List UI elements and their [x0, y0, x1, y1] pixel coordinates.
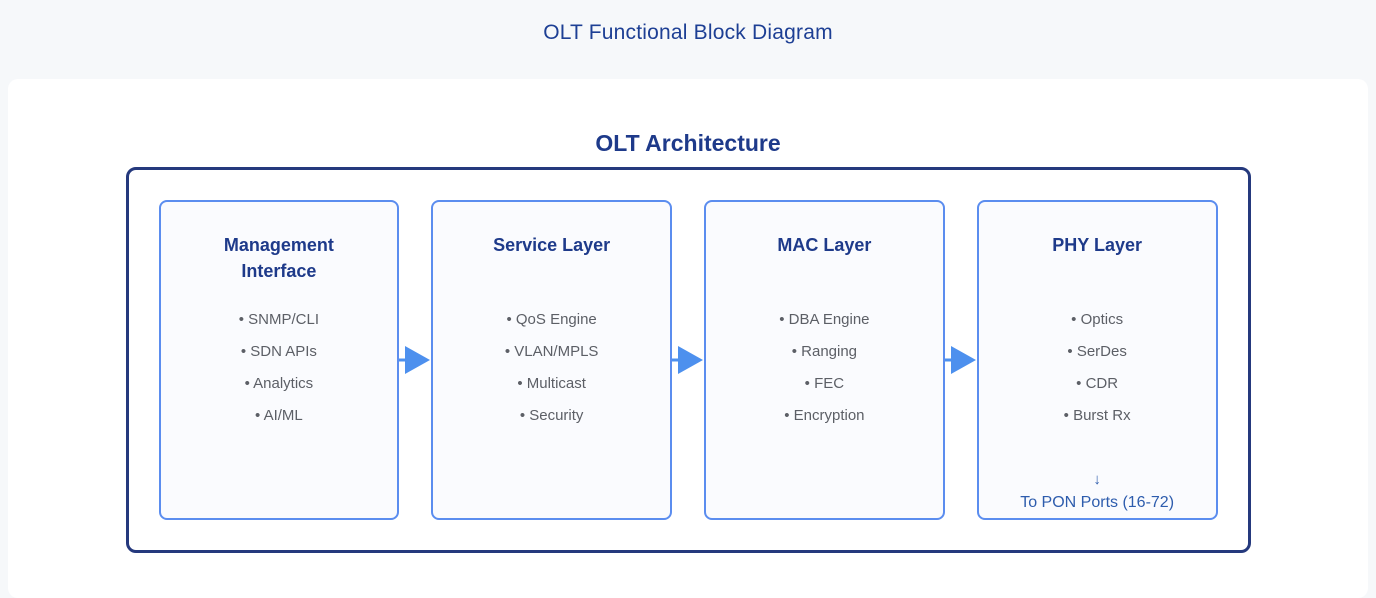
diagram-title: OLT Architecture	[595, 130, 781, 156]
page-header: OLT Functional Block Diagram	[0, 0, 1376, 79]
architecture-container: Management Interface • SNMP/CLI • SDN API…	[125, 167, 1251, 553]
block-item: • Analytics	[244, 375, 314, 392]
block-items: • Optics • SerDes • CDR • Burst Rx	[979, 304, 1216, 432]
block-item: • SerDes	[1067, 343, 1127, 360]
flow-arrow-icon	[672, 345, 704, 375]
block-mac-layer: MAC Layer • DBA Engine • Ranging • FEC • En…	[704, 200, 945, 520]
block-item: • Multicast	[517, 375, 586, 392]
page-title: OLT Functional Block Diagram	[543, 21, 833, 44]
block-item: • DBA Engine	[779, 311, 870, 328]
block-item: • CDR	[1076, 375, 1119, 392]
block-item: • QoS Engine	[506, 311, 597, 328]
block-title: PHY Layer	[1052, 235, 1142, 255]
pon-ports-label: To PON Ports (16-72)	[1020, 494, 1175, 511]
block-item: • Encryption	[784, 407, 865, 424]
block-title: MAC Layer	[777, 235, 872, 255]
block-items: • QoS Engine • VLAN/MPLS • Multicast • Secu…	[433, 304, 670, 432]
block-title: Service Layer	[493, 235, 611, 255]
block-items: • SNMP/CLI • SDN APIs • Analytics • AI/ML	[161, 304, 398, 432]
block-title: Management Interface	[223, 235, 334, 281]
block-item: • FEC	[804, 375, 845, 392]
block-phy-layer: PHY Layer • Optics • SerDes • CDR • Burst R…	[976, 200, 1218, 520]
down-arrow-icon: ↓	[1093, 471, 1101, 488]
block-service-layer: Service Layer • QoS Engine • VLAN/MPLS • M…	[431, 200, 672, 520]
content-card: OLT Architecture Management Interface • …	[8, 79, 1368, 598]
block-item: • Security	[519, 407, 584, 424]
block-item: • Optics	[1071, 311, 1124, 328]
block-item: • Ranging	[791, 343, 858, 360]
block-item: • SDN APIs	[240, 343, 317, 360]
block-item: • SNMP/CLI	[238, 311, 320, 328]
flow-arrow-icon	[944, 345, 977, 375]
block-item: • VLAN/MPLS	[504, 343, 599, 360]
block-items: • DBA Engine • Ranging • FEC • Encryption	[706, 304, 943, 432]
block-item: • Burst Rx	[1063, 407, 1131, 424]
block-item: • AI/ML	[254, 407, 303, 424]
flow-arrow-icon	[399, 345, 431, 375]
block-footer: ↓ To PON Ports (16-72)	[979, 469, 1216, 515]
block-management-interface: Management Interface • SNMP/CLI • SDN API…	[158, 200, 400, 520]
